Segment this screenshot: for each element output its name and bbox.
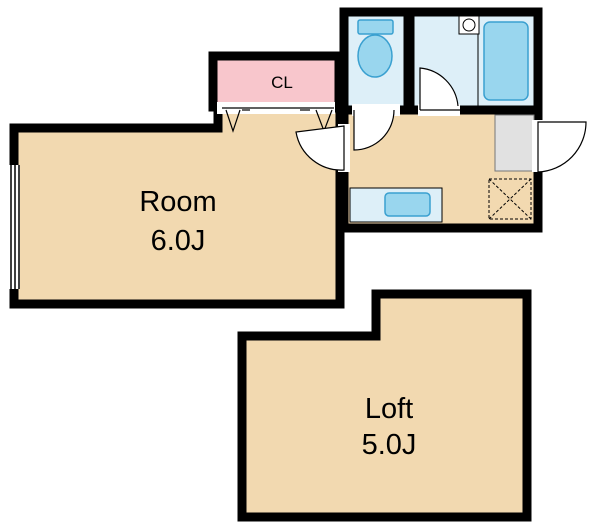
loft-name: Loft <box>365 393 413 425</box>
closet-label: CL <box>271 73 293 92</box>
bathtub-icon <box>477 15 535 107</box>
toilet-room <box>339 7 413 115</box>
bathroom-door[interactable] <box>418 67 460 116</box>
closet: CL <box>208 51 344 133</box>
loft-size: 5.0J <box>362 429 417 461</box>
toilet-icon <box>357 19 394 78</box>
storage-space <box>494 114 535 172</box>
closet-doors <box>222 107 334 133</box>
toilet-door[interactable] <box>352 104 400 151</box>
bathroom <box>405 7 543 115</box>
loft-floor <box>237 289 532 522</box>
room-size: 6.0J <box>151 225 206 257</box>
loft-room: Loft 5.0J <box>237 289 532 522</box>
kitchen-sink <box>349 187 443 223</box>
room-name: Room <box>139 186 216 218</box>
entrance-door[interactable] <box>532 120 587 173</box>
washbasin-icon <box>458 15 480 35</box>
window <box>9 165 20 289</box>
washer-space <box>488 178 532 220</box>
main-room: Room 6.0J <box>9 103 345 309</box>
room-door[interactable] <box>295 124 350 172</box>
